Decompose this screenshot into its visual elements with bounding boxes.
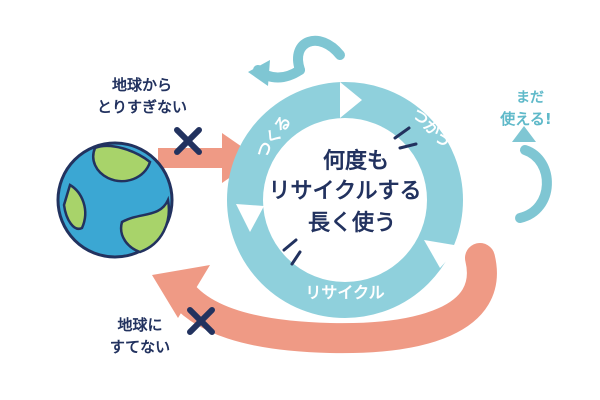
take-note-line-2: とりすぎない — [97, 98, 187, 116]
center-line-2: リサイクルする — [269, 179, 422, 204]
discard-note-line-1: 地球に — [117, 316, 162, 334]
curved-arrow-icon — [512, 126, 552, 223]
curved-arrow-icon — [248, 35, 345, 86]
emphasis-marks — [282, 126, 418, 266]
reuse-note-line-1: まだ — [516, 90, 544, 106]
x-mark-icon — [187, 307, 215, 335]
take-note-line-1: 地球から — [112, 76, 172, 94]
reuse-note-line-2: 使える! — [499, 110, 551, 128]
earth-icon — [56, 141, 174, 259]
center-line-3: 長く使う — [308, 211, 396, 236]
ring-label-recycle: リサイクル — [305, 283, 384, 302]
cycle-ring — [227, 82, 463, 318]
x-mark-icon — [174, 127, 202, 155]
center-line-1: 何度も — [323, 148, 389, 174]
discard-note-line-2: すてない — [110, 338, 170, 356]
